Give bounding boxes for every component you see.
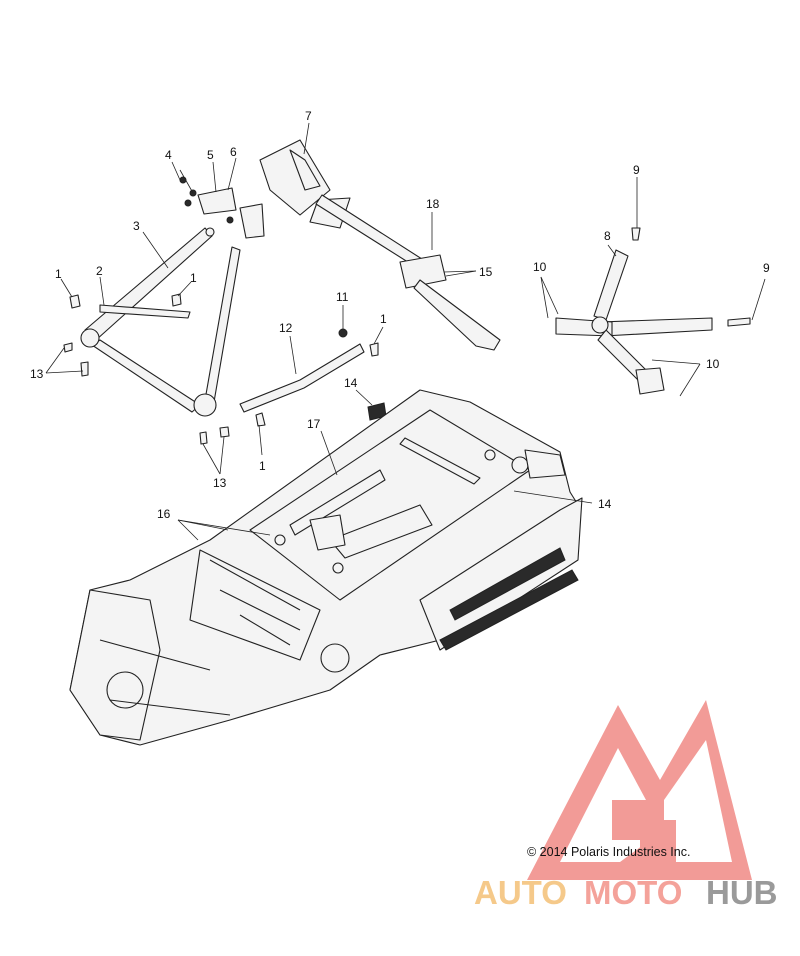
watermark-logo <box>527 700 752 880</box>
callout-7: 7 <box>305 109 312 123</box>
callout-14: 14 <box>344 376 358 390</box>
leader-lines <box>45 122 766 541</box>
callout-1: 1 <box>190 271 197 285</box>
callout-10: 10 <box>706 357 720 371</box>
callout-8: 8 <box>604 229 611 243</box>
callout-11: 11 <box>336 290 349 304</box>
callout-9: 9 <box>633 163 640 177</box>
callout-5: 5 <box>207 148 214 162</box>
watermark-moto: MOTO <box>584 874 682 911</box>
copyright-notice: © 2014 Polaris Industries Inc. <box>527 845 690 859</box>
watermark-auto: AUTO <box>474 874 567 911</box>
mount-bracket-hardware <box>179 176 265 239</box>
callout-6: 6 <box>230 145 237 159</box>
link-rod <box>239 343 365 413</box>
callout-2: 2 <box>96 264 103 278</box>
callouts: 1 1 1 1 2 3 4 5 6 7 8 9 9 10 10 11 12 13… <box>30 109 770 521</box>
callout-3: 3 <box>133 219 140 233</box>
callout-18: 18 <box>426 197 440 211</box>
callout-1: 1 <box>380 312 387 326</box>
callout-10: 10 <box>533 260 547 274</box>
callout-14: 14 <box>598 497 612 511</box>
callout-13: 13 <box>30 367 44 381</box>
upper-steering-post <box>555 227 751 395</box>
chassis-frame <box>69 389 583 746</box>
callout-16: 16 <box>157 507 171 521</box>
front-stay-assembly <box>80 227 241 417</box>
callout-17: 17 <box>307 417 321 431</box>
callout-1: 1 <box>259 459 266 473</box>
watermark-hub: HUB <box>706 874 778 911</box>
callout-12: 12 <box>279 321 293 335</box>
callout-9: 9 <box>763 261 770 275</box>
callout-1: 1 <box>55 267 62 281</box>
callout-15: 15 <box>479 265 493 279</box>
watermark-wordmark: AUTO MOTO HUB <box>474 874 778 911</box>
callout-13: 13 <box>213 476 227 490</box>
callout-4: 4 <box>165 148 172 162</box>
steering-post-assembly <box>259 139 501 351</box>
